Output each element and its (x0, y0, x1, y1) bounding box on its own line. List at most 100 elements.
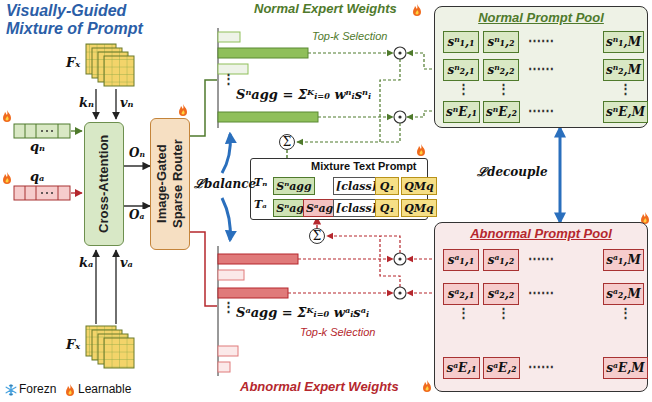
svg-rect (104, 338, 134, 368)
prompt-token: Q₁ (375, 177, 399, 195)
svg-rect (218, 112, 318, 122)
prompt-token: sⁿ₁,M (603, 31, 644, 53)
svg-circle (394, 111, 406, 123)
svg-use (3, 110, 11, 122)
svg-circle (398, 115, 401, 118)
prompt-token: sᵃ₂,M (603, 283, 644, 305)
box-label: Sⁿagg (276, 180, 312, 193)
svg-path (25, 186, 58, 200)
text-label: Abnormal Expert Weights (240, 380, 399, 395)
svg-circle (41, 192, 43, 194)
process-box: Image-Gated Sparse Router (150, 118, 190, 250)
box-label: [class] (336, 180, 377, 193)
box-label: sⁿE,₂ (486, 105, 517, 119)
edge-label: Oₐ (128, 209, 145, 223)
svg-path (308, 52, 393, 53)
legend-label: Forezn (19, 383, 56, 397)
box-label: Σ (283, 136, 291, 148)
box-heading: Normal Prompt Pool (435, 10, 647, 25)
svg-use (423, 380, 431, 392)
box-label: Q₁ (380, 202, 394, 215)
box-heading: Abnormal Prompt Pool (435, 226, 647, 241)
prompt-token: Q₁ (375, 199, 399, 217)
prompt-token: sⁿ₁,₁ (443, 31, 479, 53)
text-label: ⋯⋯ (528, 62, 554, 77)
prompt-token: sᵃ₁,₂ (483, 249, 519, 271)
box-label: sⁿ₁,₁ (448, 35, 475, 49)
svg-circle (46, 130, 48, 132)
box-label: QMq (404, 202, 433, 215)
prompt-token: sⁿ₂,₁ (443, 59, 479, 81)
box-label: sⁿ₂,₂ (488, 63, 515, 77)
normal-bars (218, 28, 318, 128)
svg-rect (218, 254, 298, 264)
text-label: Top-k Selection (312, 30, 387, 43)
svg-use (413, 4, 421, 16)
svg-rect (14, 186, 70, 200)
box-label: sⁿ₁,M (606, 35, 641, 49)
prompt-token: [class] (333, 199, 380, 217)
svg-circle (398, 51, 401, 54)
learnable-icons (3, 4, 649, 392)
box-label: sᵃE,₁ (446, 361, 476, 375)
text-label: Sᵃagg = Σᴷᵢ₌₀ wᵃᵢsᵃᵢ (236, 306, 369, 321)
text-label: Fₓ (66, 56, 80, 71)
svg-circle (398, 291, 401, 294)
text-label: ⋯⋯ (528, 286, 554, 301)
svg-rect (218, 270, 244, 280)
box-label: QMq (404, 180, 433, 193)
text-label: ⋮ (497, 306, 510, 321)
svg-circle (51, 130, 53, 132)
connector (124, 165, 150, 166)
svg-circle (398, 257, 401, 260)
svg-path (95, 250, 96, 324)
text-label: Tₙ (254, 177, 267, 190)
text-prompt-box: Mixture Text PromptSⁿagg[class]Q₁QMqSⁿag… (250, 158, 428, 220)
text-label: ⋮ (619, 82, 632, 97)
text-label: kₐ (79, 256, 93, 271)
svg-path (222, 198, 230, 240)
prompt-token: sⁿE,₂ (483, 101, 520, 123)
feature-map-top (86, 44, 134, 86)
box-label: sᵃ₂,M (606, 287, 640, 301)
svg-use (6, 385, 16, 396)
prompt-token: sⁿ₂,₂ (483, 59, 519, 81)
legend-label: Learnable (78, 383, 131, 397)
process-box: Cross-Attention (84, 122, 124, 246)
box-label: Q₁ (380, 180, 394, 193)
text-label: ⋮ (497, 82, 510, 97)
svg-path (71, 192, 82, 193)
box-label: sᵃ₂,₂ (488, 287, 514, 301)
svg-circle (51, 192, 53, 194)
box-label: sᵃ₁,M (606, 253, 640, 267)
prompt-token: sⁿE,M (603, 101, 648, 123)
box-label: sᵃE,₂ (486, 361, 516, 375)
svg-path (288, 292, 393, 293)
text-label: Top-k Selection (300, 326, 375, 339)
svg-circle (41, 130, 43, 132)
text-label: vₙ (120, 96, 134, 111)
connector (124, 205, 150, 206)
text-label: ⋮ (457, 82, 470, 97)
text-label: kₙ (79, 96, 94, 111)
svg-use (417, 144, 425, 156)
text-label: ⋯⋯ (528, 104, 554, 119)
text-label: ⋮ (457, 306, 470, 321)
box-label: sᵃE,M (606, 361, 644, 375)
svg-path (115, 89, 116, 119)
text-label: ⋯⋯ (528, 34, 554, 49)
svg-path (222, 134, 230, 173)
sum-node: Σ (309, 228, 325, 244)
box-heading: Mixture Text Prompt (311, 160, 417, 172)
box-label: [class] (336, 202, 377, 215)
svg-path (25, 124, 58, 138)
prompt-token: Sⁿagg (273, 177, 315, 195)
prompt-token: QMq (401, 177, 437, 195)
prompt-token: sᵃE,₁ (443, 357, 480, 379)
box-label: sᵃ₁,₁ (448, 253, 474, 267)
text-label: vₐ (120, 256, 133, 271)
svg-rect (104, 56, 134, 86)
box-label: sᵃ₁,₂ (488, 253, 514, 267)
text-label: ⋮ (222, 72, 235, 87)
